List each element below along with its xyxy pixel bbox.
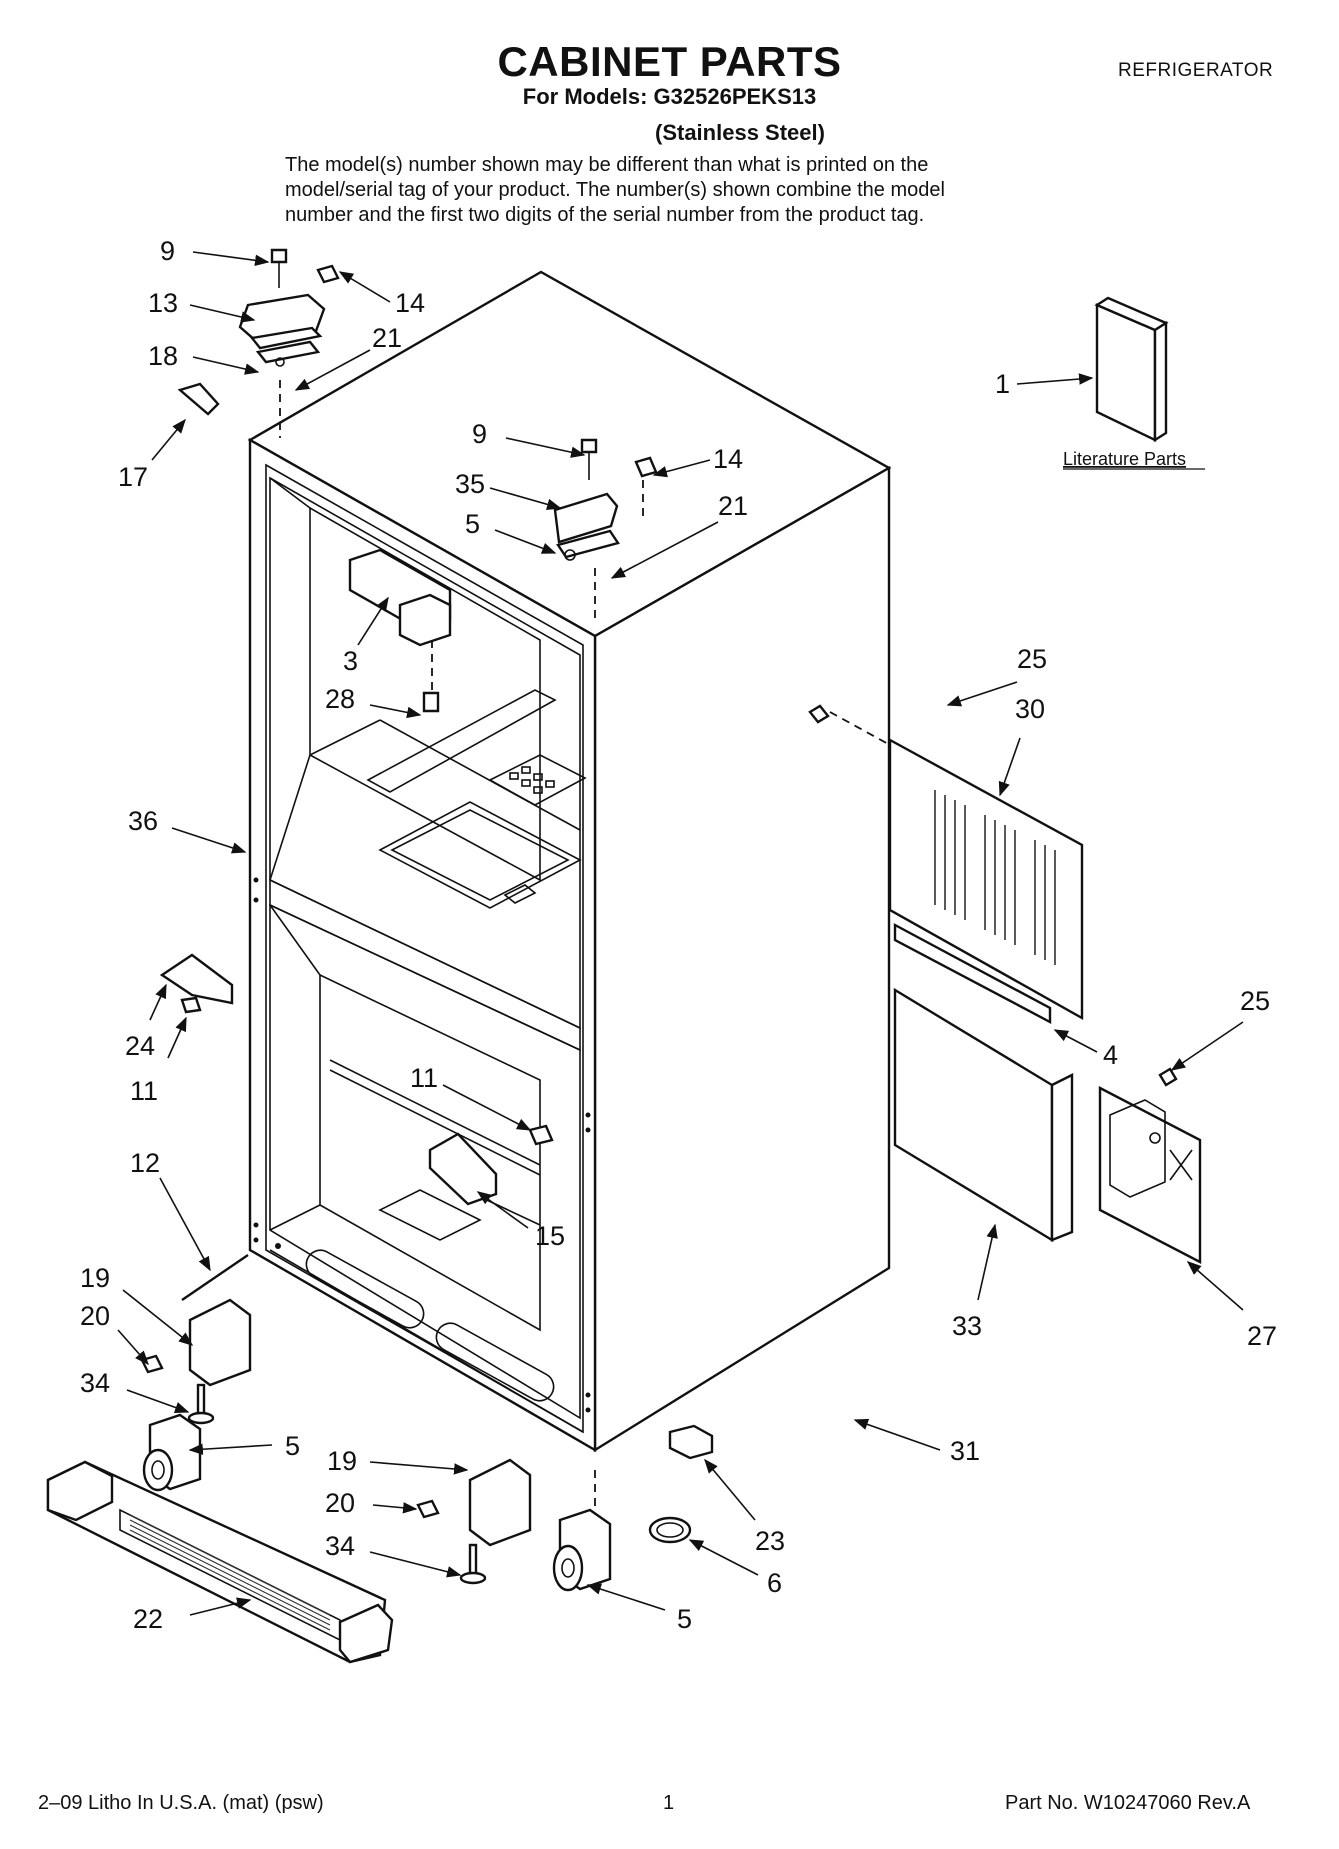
leveling-bracket-right bbox=[468, 1458, 532, 1547]
appliance-category: REFRIGERATOR bbox=[1118, 60, 1274, 81]
callout-number: 1 bbox=[995, 369, 1010, 399]
callout-number: 15 bbox=[535, 1221, 565, 1251]
long-bolt bbox=[181, 1254, 249, 1301]
compressor-cover bbox=[893, 987, 1054, 1243]
callout-number: 34 bbox=[325, 1531, 355, 1561]
note-line: number and the first two digits of the s… bbox=[285, 204, 925, 226]
callout-number: 12 bbox=[130, 1148, 160, 1178]
models-line: For Models: G32526PEKS13 bbox=[522, 84, 817, 109]
callout-number: 19 bbox=[327, 1446, 357, 1476]
callout-number: 6 bbox=[767, 1568, 782, 1598]
leveling-leg-left bbox=[187, 1383, 215, 1425]
callout-number: 18 bbox=[148, 341, 178, 371]
callout-number: 3 bbox=[343, 646, 358, 676]
model-variant: (Stainless Steel) bbox=[655, 120, 825, 145]
top-right-hinge-assembly bbox=[553, 438, 658, 622]
rear-roller-right bbox=[552, 1470, 612, 1592]
toe-grille bbox=[46, 1460, 394, 1664]
callout-number: 28 bbox=[325, 684, 355, 714]
callout-number: 25 bbox=[1017, 644, 1047, 674]
callout-number: 5 bbox=[285, 1431, 300, 1461]
model-number-note: The model(s) number shown may be differe… bbox=[285, 153, 1085, 228]
center-hinge-left bbox=[159, 953, 234, 1005]
note-line: The model(s) number shown may be differe… bbox=[285, 154, 929, 176]
footer-page-number: 1 bbox=[663, 1792, 675, 1814]
callout-number: 9 bbox=[472, 419, 487, 449]
callout-number: 14 bbox=[713, 444, 743, 474]
rear-access-panel bbox=[808, 704, 1084, 1021]
cabinet-front bbox=[248, 437, 597, 1453]
callout-number: 25 bbox=[1240, 986, 1270, 1016]
callout-number: 13 bbox=[148, 288, 178, 318]
footer-print-info: 2–09 Litho In U.S.A. (mat) (psw) bbox=[38, 1792, 324, 1814]
callout-number: 11 bbox=[130, 1076, 158, 1106]
callout-leaders bbox=[117, 251, 1244, 1616]
tubing-clamp bbox=[668, 1424, 714, 1460]
literature-parts-label: Literature Parts bbox=[1063, 449, 1186, 469]
freezer-slide-bracket bbox=[428, 1132, 498, 1206]
callout-number: 34 bbox=[80, 1368, 110, 1398]
control-housing bbox=[348, 548, 452, 713]
callout-number: 11 bbox=[410, 1063, 438, 1093]
callout-number: 20 bbox=[80, 1301, 110, 1331]
callout-number: 36 bbox=[128, 806, 158, 836]
callout-number: 27 bbox=[1247, 1321, 1277, 1351]
callout-number: 5 bbox=[677, 1604, 692, 1634]
callout-number: 21 bbox=[372, 323, 402, 353]
callout-number: 5 bbox=[465, 509, 480, 539]
control-bracket bbox=[1098, 1067, 1202, 1264]
insulation-strip bbox=[893, 922, 1052, 1024]
leveling-leg-right bbox=[459, 1543, 487, 1585]
cabinet-right-side bbox=[593, 465, 891, 1453]
callout-number: 17 bbox=[118, 462, 148, 492]
callout-number: 24 bbox=[125, 1031, 155, 1061]
callout-number: 19 bbox=[80, 1263, 110, 1293]
front-roller-left bbox=[142, 1413, 202, 1492]
callout-number: 20 bbox=[325, 1488, 355, 1518]
note-line: model/serial tag of your product. The nu… bbox=[285, 179, 945, 201]
callout-number: 14 bbox=[395, 288, 425, 318]
callout-number: 21 bbox=[718, 491, 748, 521]
grommet bbox=[648, 1516, 692, 1544]
top-left-hinge-assembly bbox=[177, 248, 340, 438]
callout-number: 9 bbox=[160, 236, 175, 266]
refrigerator-cabinet bbox=[247, 270, 892, 1453]
callout-labels: 9 13 14 18 21 17 9 14 35 5 21 1 3 28 25 … bbox=[80, 236, 1277, 1634]
page-title: CABINET PARTS bbox=[497, 38, 842, 85]
footer-part-number: Part No. W10247060 Rev.A bbox=[1005, 1792, 1251, 1814]
callout-number: 23 bbox=[755, 1526, 785, 1556]
callout-number: 4 bbox=[1103, 1040, 1118, 1070]
callout-number: 35 bbox=[455, 469, 485, 499]
callout-number: 22 bbox=[133, 1604, 163, 1634]
callout-number: 30 bbox=[1015, 694, 1045, 724]
freezer-opening bbox=[269, 903, 581, 1420]
leveling-bracket-left bbox=[188, 1298, 252, 1387]
callout-number: 33 bbox=[952, 1311, 982, 1341]
callout-number: 31 bbox=[950, 1436, 980, 1466]
